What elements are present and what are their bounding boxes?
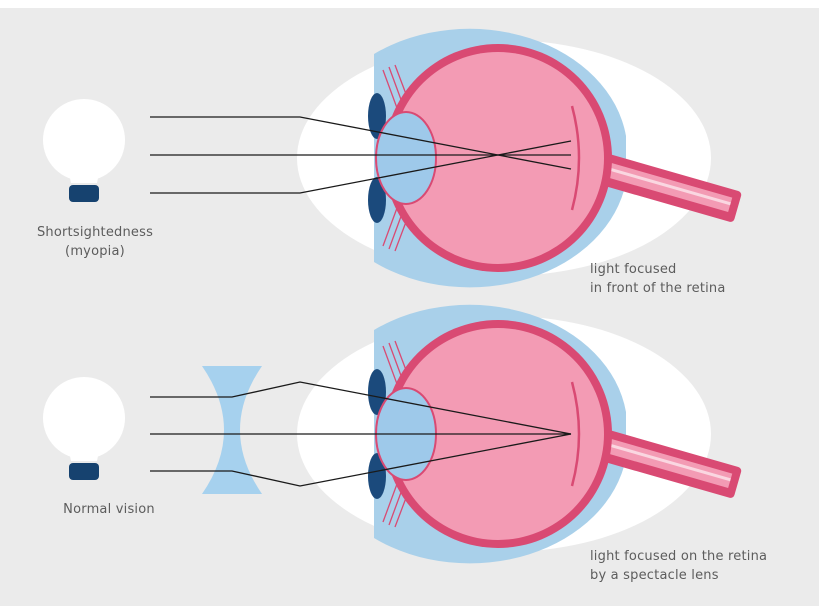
- caption-line: light focused on the retina: [590, 547, 767, 566]
- condition-title: Normal vision: [34, 500, 184, 519]
- condition-subtitle: (myopia): [20, 242, 170, 261]
- condition-label-normal: Normal vision: [34, 500, 184, 519]
- caption-line: light focused: [590, 260, 726, 279]
- caption-line: in front of the retina: [590, 279, 726, 298]
- caption-line: by a spectacle lens: [590, 566, 767, 585]
- caption-myopia: light focused in front of the retina: [590, 260, 726, 298]
- condition-title: Shortsightedness: [20, 223, 170, 242]
- caption-corrected: light focused on the retina by a spectac…: [590, 547, 767, 585]
- condition-label-myopia: Shortsightedness (myopia): [20, 223, 170, 261]
